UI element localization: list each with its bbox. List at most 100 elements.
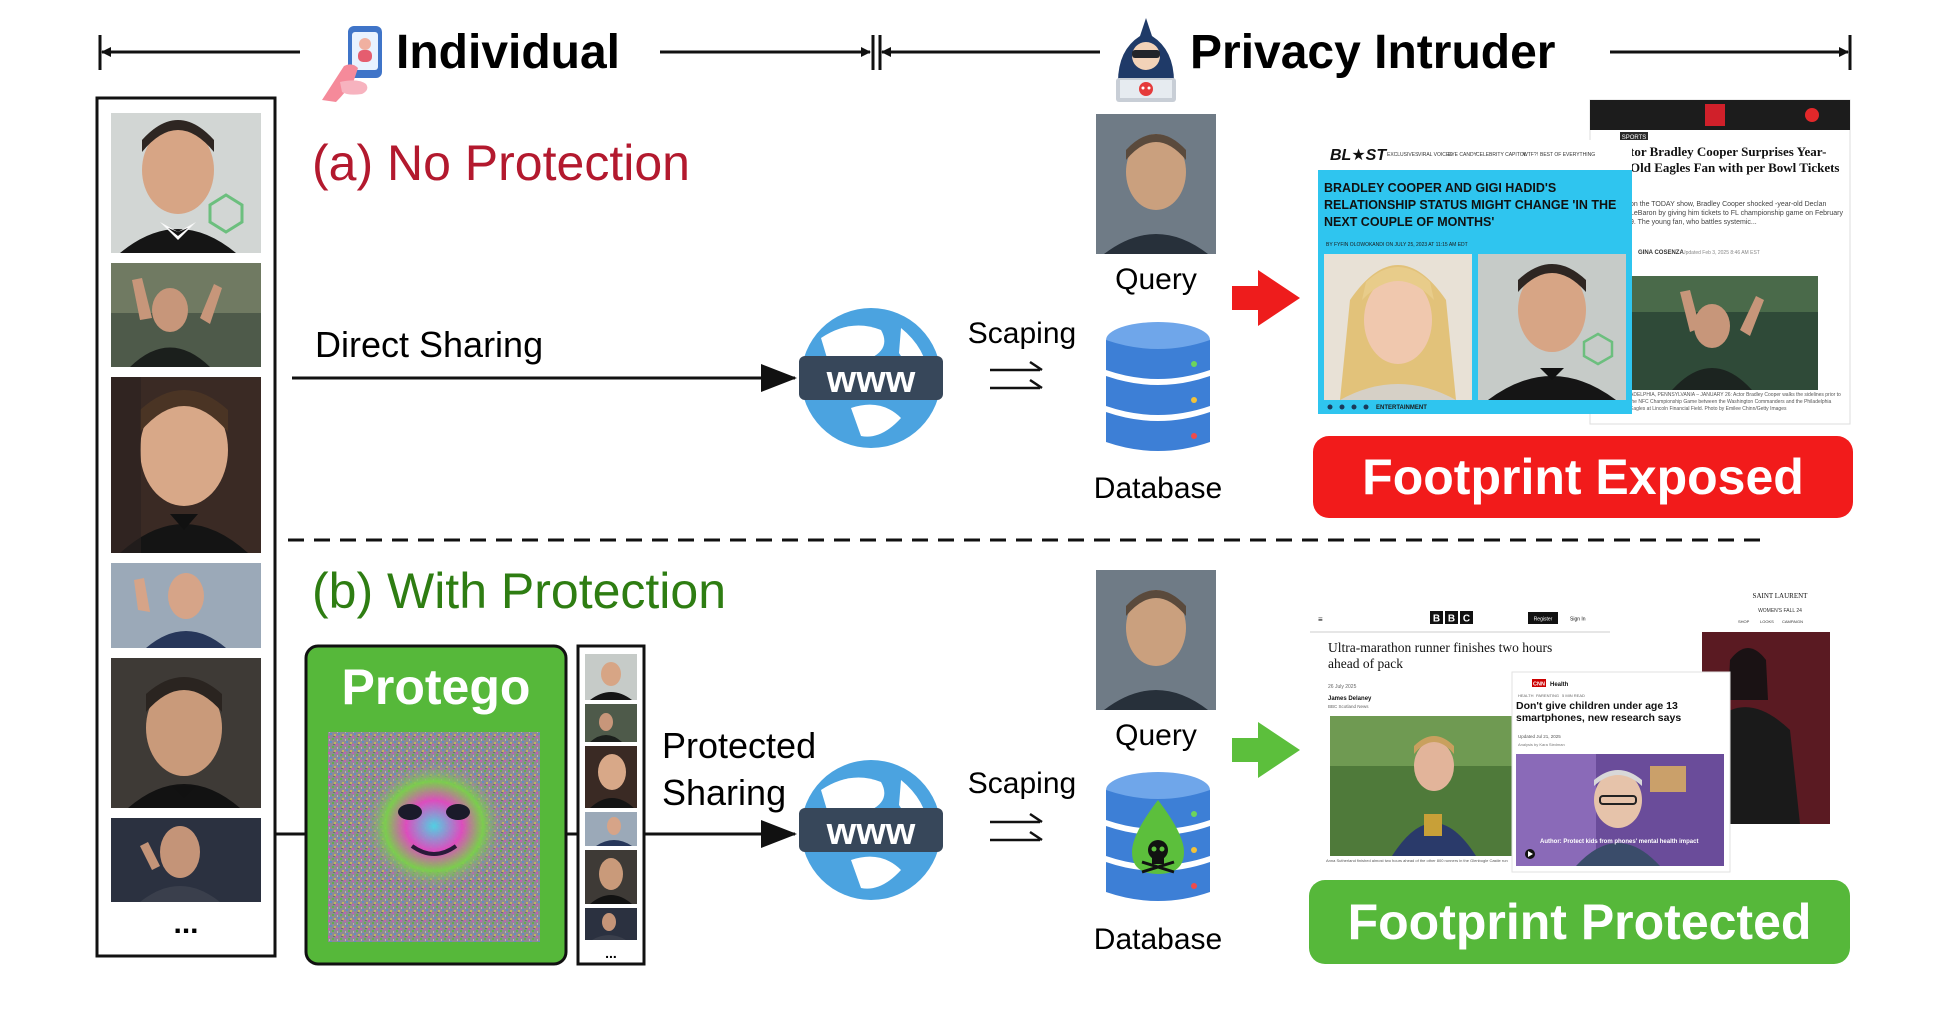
blast-logo: BL★ST (1330, 147, 1387, 164)
query-photo-a (1096, 114, 1216, 254)
cnn-tag: PARENTING (1536, 693, 1559, 698)
protected-thumb (585, 746, 637, 808)
blast-nav-item: EXCLUSIVES (1387, 152, 1419, 158)
direct-sharing-label: Direct Sharing (315, 324, 543, 365)
blast-nav-item: BEST OF EVERYTHING (1540, 152, 1595, 158)
blast-nav-item: WTF?! (1523, 152, 1538, 158)
footprint-exposed-banner: Footprint Exposed (1313, 436, 1853, 518)
individual-photo (111, 658, 261, 808)
database-icon (1106, 322, 1210, 451)
bbc-logo-letter: C (1463, 614, 1470, 625)
bbc-logo-letter: B (1448, 614, 1455, 625)
blast-footer-tag: ENTERTAINMENT (1376, 405, 1427, 411)
bbc-caption: Anna Sutherland finished almost two hour… (1326, 858, 1508, 863)
scraping-label-a: Scaping (968, 317, 1076, 350)
red-arrow (1232, 270, 1300, 326)
database-label-a: Database (1094, 472, 1222, 505)
ysl-season: WOMEN'S FALL 24 (1758, 608, 1802, 614)
skull-drop-icon (1132, 800, 1184, 874)
bbc-register-button: Register (1534, 617, 1553, 623)
news-eagles-date: Updated Feb 3, 2025 8:46 AM EST (1682, 250, 1760, 256)
individual-photo-column (95, 96, 277, 958)
cnn-video-caption: Author: Protect kids from phones' mental… (1540, 839, 1699, 845)
blast-nav-item: EYE CANDY (1448, 152, 1478, 158)
blast-nav: EXCLUSIVES VIRAL VOICES EYE CANDY CELEBR… (1387, 152, 1595, 158)
blast-photo-right (1478, 254, 1626, 400)
bbc-logo: B B C (1430, 611, 1473, 625)
individual-column-ellipsis: ... (173, 907, 198, 940)
protected-thumbs (585, 654, 637, 940)
header-left-title: Individual (396, 26, 620, 79)
individual-photos (111, 113, 261, 902)
blast-headline: BRADLEY COOPER AND GIGI HADID'S RELATION… (1324, 181, 1617, 229)
globe-www-label: www (826, 359, 916, 401)
news-eagles-headline: tor Bradley Cooper Surprises Year-Old Ea… (1630, 144, 1840, 175)
blast-photo-left (1324, 254, 1472, 400)
globe-www-label: www (826, 811, 916, 853)
query-photo-b (1096, 570, 1216, 710)
ysl-link-looks: LOOKS (1760, 619, 1774, 624)
hacker-icon (1116, 18, 1176, 102)
bbc-org: BBC Scotland News (1328, 704, 1369, 709)
news-article-cnn: CNN Health HEALTH PARENTING 5 MIN READ D… (1511, 671, 1731, 873)
individual-photo (111, 263, 261, 367)
cnn-tag: HEALTH (1518, 693, 1534, 698)
bbc-photo (1330, 716, 1524, 856)
footprint-protected-banner: Footprint Protected (1309, 880, 1850, 964)
news-sports-tag: SPORTS (1622, 135, 1647, 141)
protected-thumb-column (576, 644, 646, 966)
news-eagles-author: GINA COSENZA (1638, 250, 1684, 256)
cnn-author: Analysis by Kara Siedman (1518, 742, 1565, 747)
protected-thumb (585, 850, 637, 904)
bbc-signin-link: Sign In (1570, 617, 1586, 623)
header-right-title: Privacy Intruder (1190, 26, 1555, 79)
protected-thumb-ellipsis: ... (605, 945, 617, 961)
query-label-b: Query (1115, 719, 1197, 752)
individual-photo (111, 377, 261, 553)
blast-social-icons (1327, 404, 1369, 410)
protected-sharing-label-2: Sharing (662, 772, 786, 813)
ysl-link-shop: SHOP (1738, 619, 1750, 624)
protego-label: Protego (342, 659, 531, 715)
database-icon (1106, 772, 1210, 901)
protected-thumb (585, 812, 637, 846)
individual-photo (111, 113, 261, 253)
blast-nav-item: CELEBRITY CAPITOL (1476, 152, 1527, 158)
protected-thumb (585, 908, 637, 940)
green-arrow (1232, 722, 1300, 778)
scraping-arrows-b (990, 812, 1043, 842)
news-article-ysl: SAINT LAURENT WOMEN'S FALL 24 SHOP LOOKS… (1688, 578, 1850, 828)
ysl-link-campaign: CAMPAIGN (1782, 619, 1803, 624)
database-label-b: Database (1094, 923, 1222, 956)
protego-perturbation-image (328, 732, 540, 942)
scraping-label-b: Scaping (968, 767, 1076, 800)
cnn-date: Updated Jul 21, 2025 (1518, 734, 1561, 739)
news-article-eagles: SPORTS tor Bradley Cooper Surprises Year… (1589, 99, 1851, 425)
protected-thumb (585, 654, 637, 700)
ysl-logo: SAINT LAURENT (1753, 592, 1809, 600)
cnn-logo: CNN (1533, 682, 1545, 688)
bbc-headline: Ultra-marathon runner finishes two hours… (1328, 640, 1553, 671)
bbc-menu-icon: ≡ (1318, 615, 1323, 624)
globe-icon: www (799, 760, 943, 900)
phone-hand-icon (322, 26, 382, 102)
bbc-author: James Delaney (1328, 696, 1372, 702)
cnn-tag: 5 MIN READ (1562, 693, 1585, 698)
news-article-blast: BL★ST EXCLUSIVES VIRAL VOICES EYE CANDY … (1318, 140, 1632, 414)
cnn-section: Health (1550, 682, 1569, 688)
blast-byline: BY FYFIN OLOWOKANDI ON JULY 25, 2023 AT … (1326, 242, 1468, 248)
globe-icon: www (799, 308, 943, 448)
protected-thumb (585, 704, 637, 742)
news-eagles-body: on the TODAY show, Bradley Cooper shocke… (1630, 201, 1843, 226)
section-a-title: (a) No Protection (312, 135, 690, 191)
protected-sharing-label-1: Protected (662, 725, 816, 766)
news-eagles-photo (1632, 276, 1818, 390)
blast-nav-item: VIRAL VOICES (1418, 152, 1453, 158)
individual-photo (111, 563, 261, 648)
header: Individual Privacy Intruder (98, 18, 1852, 102)
cnn-headline: Don't give children under age 13 smartph… (1516, 700, 1682, 724)
scraping-arrows-a (990, 360, 1043, 390)
section-b-title: (b) With Protection (312, 563, 726, 619)
individual-photo (111, 818, 261, 902)
